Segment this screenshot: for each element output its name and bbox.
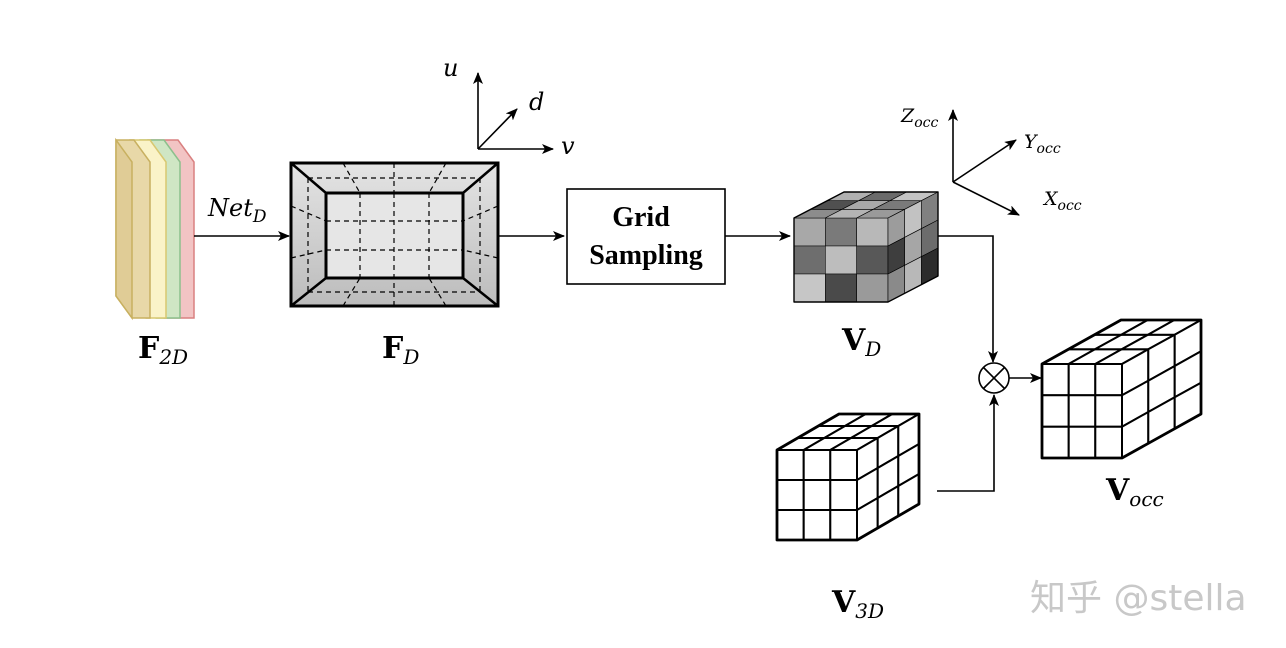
label-f2d: F2D: [138, 331, 188, 369]
axes-udv: [473, 72, 554, 154]
label-net-d: NetD: [207, 194, 267, 227]
label-vocc: Vocc: [1105, 473, 1164, 511]
axes-occ: [948, 109, 1020, 216]
frustum-fd: [289, 161, 500, 308]
axis-label-v: v: [561, 132, 575, 160]
arrow-v3d-to-multiply: [937, 394, 999, 492]
axis-label-u: u: [443, 54, 458, 82]
cube-vd: [793, 191, 939, 303]
cube-vocc: [1040, 318, 1203, 460]
label-v3d: V3D: [831, 585, 884, 623]
watermark: 知乎 @stella: [1030, 578, 1247, 619]
axis-label-y-occ: Yocc: [1024, 131, 1061, 157]
grid-sampling-line1: Grid: [612, 202, 670, 233]
multiply-node: [978, 362, 1010, 394]
cube-v3d: [775, 412, 921, 542]
axis-label-x-occ: Xocc: [1042, 188, 1082, 214]
label-vd: VD: [841, 323, 881, 361]
arrow-vd-to-multiply: [938, 235, 998, 363]
grid-sampling-box: Grid Sampling: [566, 188, 726, 285]
label-fd: FD: [382, 331, 419, 369]
axis-label-z-occ: Zocc: [900, 105, 938, 131]
feature-stack-f2d: [115, 137, 195, 321]
grid-sampling-line2: Sampling: [589, 240, 703, 271]
axis-label-d: d: [529, 88, 544, 116]
